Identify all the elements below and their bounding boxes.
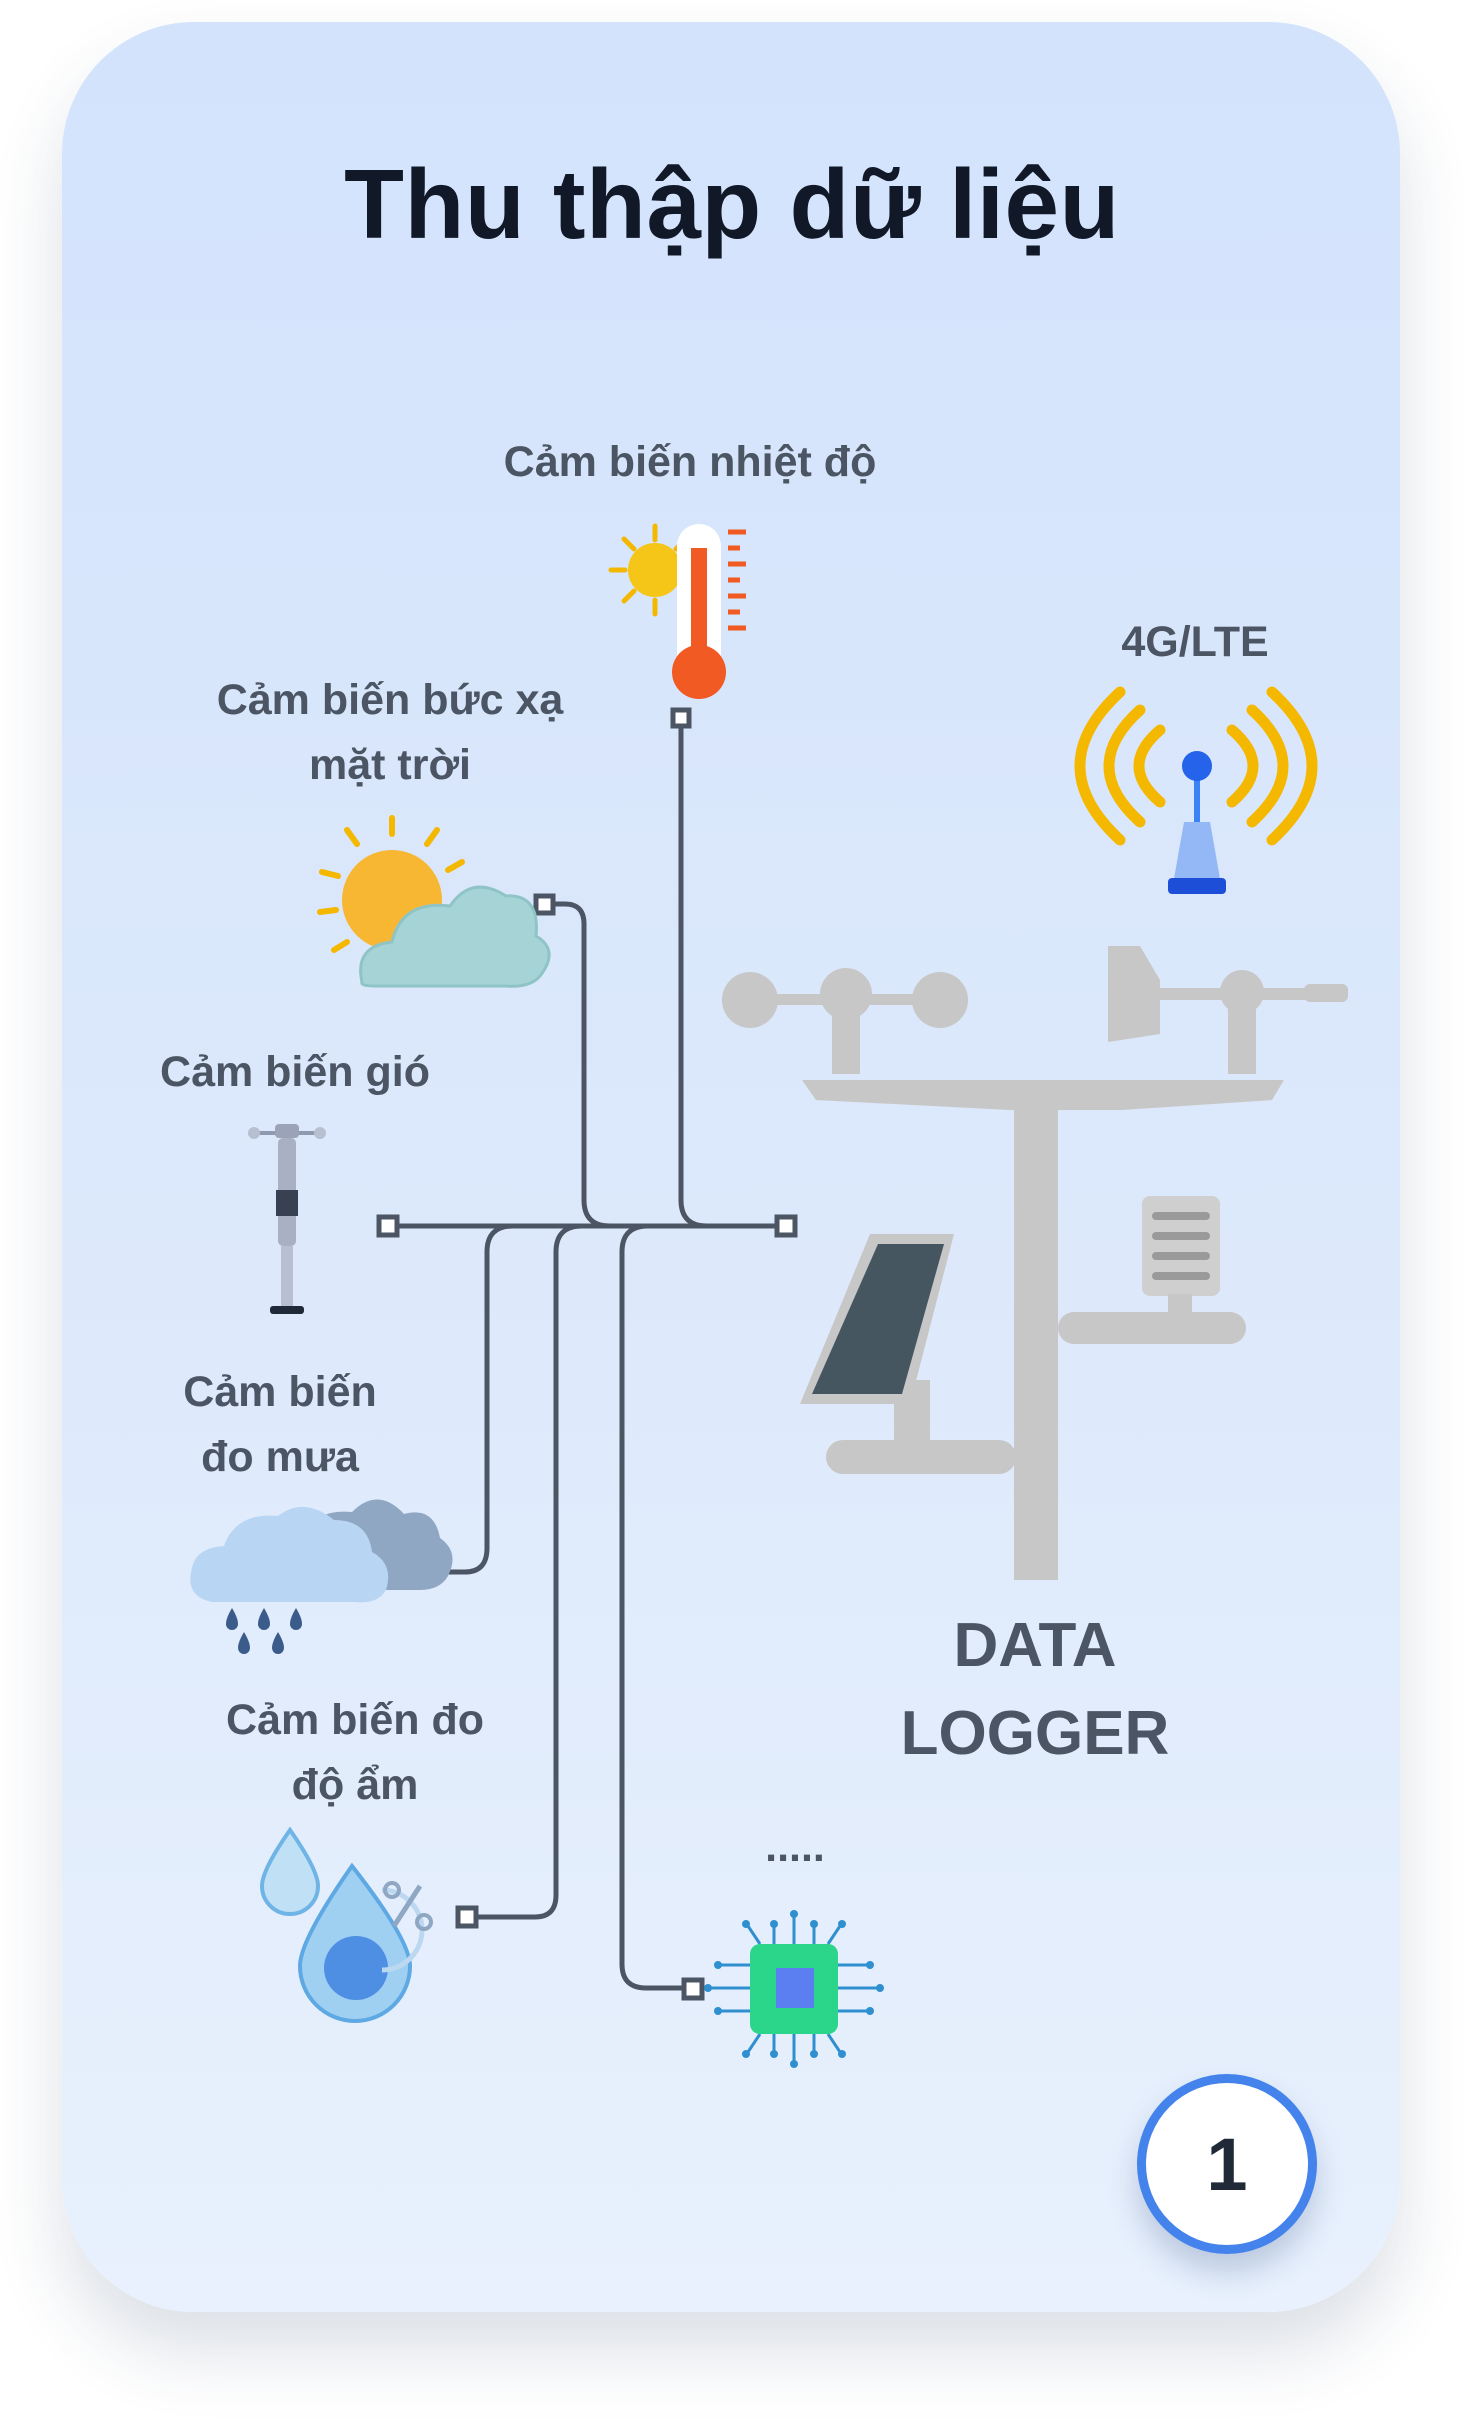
thermometer-sun-icon xyxy=(608,523,746,699)
connection-wires xyxy=(388,723,790,1991)
chip-icon xyxy=(704,1910,884,2068)
chip-connector xyxy=(681,1977,705,2001)
rain-sensor-label-line1: Cảm biến xyxy=(183,1368,377,1416)
sun-cloud-icon xyxy=(317,815,551,988)
temperature-sensor-label: Cảm biến nhiệt độ xyxy=(503,438,877,486)
humidity-connector xyxy=(455,1905,479,1929)
more-sensors-ellipsis: ..... xyxy=(765,1823,825,1871)
wind-connector xyxy=(376,1214,400,1238)
data-logger-label-line1: DATA xyxy=(953,1611,1117,1680)
temperature-connector xyxy=(670,707,692,729)
humidity-sensor-label-line2: độ ẩm xyxy=(291,1761,419,1809)
weather-station-icon xyxy=(722,946,1348,1580)
solar-sensor-label-line1: Cảm biến bức xạ xyxy=(216,676,564,724)
solar-sensor-label-line2: mặt trời xyxy=(309,741,471,789)
humidity-sensor-label-line1: Cảm biến đo xyxy=(225,1696,485,1744)
wind-sensor-label: Cảm biến gió xyxy=(160,1048,430,1096)
rain-cloud-icon xyxy=(190,1499,453,1654)
antenna-icon xyxy=(1074,686,1318,894)
logger-connector xyxy=(774,1214,798,1238)
humidity-drops-icon xyxy=(259,1826,433,2023)
data-logger-label-line2: LOGGER xyxy=(900,1699,1170,1768)
page-title: Thu thập dữ liệu xyxy=(344,149,1120,259)
page-number-badge[interactable]: 1 xyxy=(1137,2074,1317,2254)
rain-sensor-label-line2: đo mưa xyxy=(201,1433,359,1481)
solar-connector xyxy=(533,893,556,916)
network-label: 4G/LTE xyxy=(1121,618,1269,666)
anemometer-icon xyxy=(248,1124,326,1314)
